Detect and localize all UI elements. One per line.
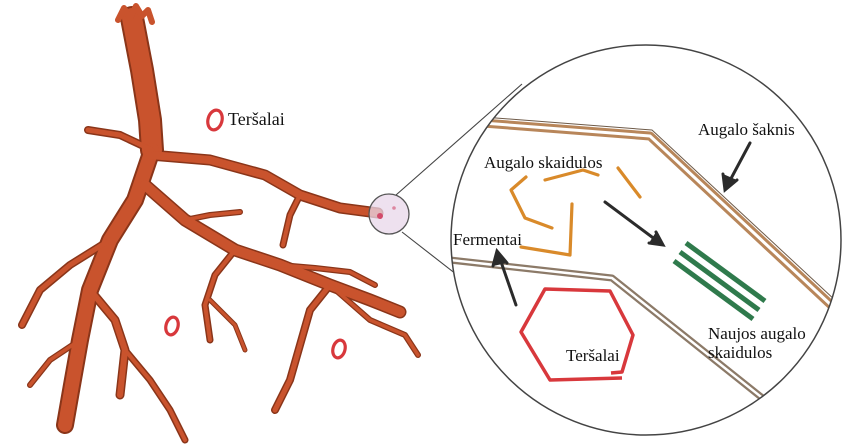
root-system — [22, 6, 418, 440]
magnifier-spot — [369, 194, 409, 234]
zoom-view: Augalo šaknis Augalo skaidulos Fermentai… — [450, 45, 845, 435]
label-new-fibers-line1: Naujos augalo — [708, 324, 806, 343]
label-plant-root: Augalo šaknis — [698, 120, 795, 139]
label-plant-fibers: Augalo skaidulos — [484, 153, 603, 172]
label-enzymes: Fermentai — [453, 230, 522, 249]
label-pollutants-soil: Teršalai — [228, 109, 285, 129]
label-pollutants-zoom: Teršalai — [566, 346, 620, 365]
root-outline — [22, 18, 418, 440]
pollutant-ring-1 — [206, 109, 225, 132]
pollutant-ring-2 — [164, 316, 180, 336]
soil-pollutants — [164, 109, 347, 360]
label-new-fibers-line2: skaidulos — [708, 343, 772, 362]
pollutant-ring-3 — [331, 339, 347, 359]
